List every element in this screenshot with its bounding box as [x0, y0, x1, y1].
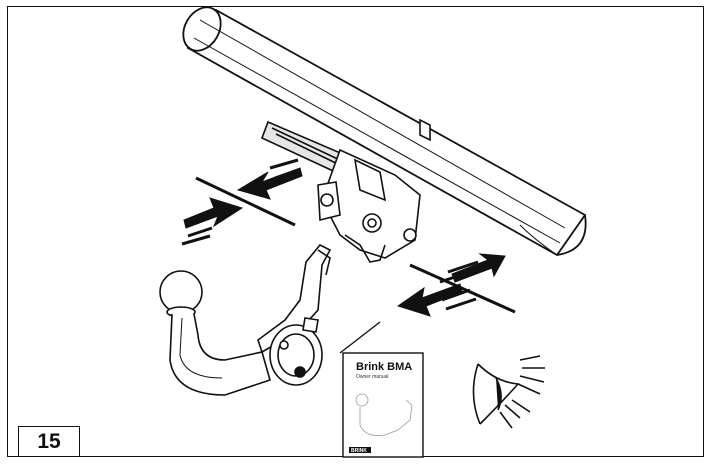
push-arrows-right [396, 253, 516, 317]
manual-brand: BRINK [351, 448, 367, 454]
manual-subtitle: Owner manual [356, 374, 389, 380]
detachable-towball [159, 243, 332, 396]
manual-title: Brink BMA [356, 361, 412, 373]
eye-icon [472, 355, 545, 429]
receiver-bracket [260, 118, 431, 263]
tow-bar-crossbeam [182, 6, 587, 257]
manual-booklet-icon: Brink BMA Owner manual BRINK [342, 352, 424, 458]
push-arrows-left [181, 158, 303, 246]
callout-line [339, 321, 381, 354]
step-number-badge: 15 [18, 426, 80, 457]
